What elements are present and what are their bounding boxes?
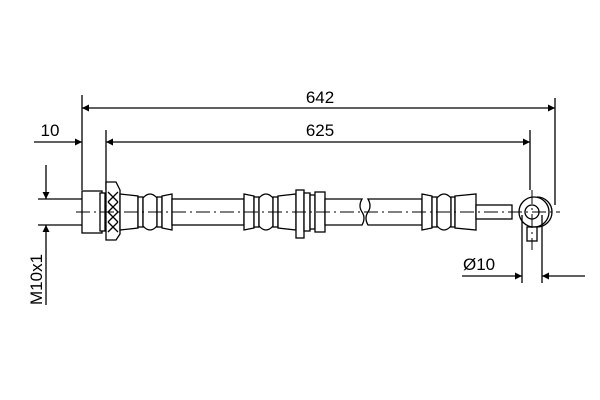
dimension-end-offset: 10	[34, 121, 82, 146]
dimension-hose-length: 625	[106, 121, 530, 146]
dimension-label-642: 642	[306, 88, 334, 107]
dimension-label-thread: M10x1	[27, 254, 46, 305]
hose-body	[76, 181, 560, 250]
dimension-label-10: 10	[41, 121, 60, 140]
dimension-thread: M10x1	[27, 165, 90, 305]
extension-lines	[81, 95, 556, 205]
dimension-label-625: 625	[306, 121, 334, 140]
dimension-overall-length: 642	[82, 88, 555, 112]
dimension-eye-diameter: Ø10	[462, 215, 585, 283]
dimension-label-eye-diameter: Ø10	[463, 255, 495, 274]
